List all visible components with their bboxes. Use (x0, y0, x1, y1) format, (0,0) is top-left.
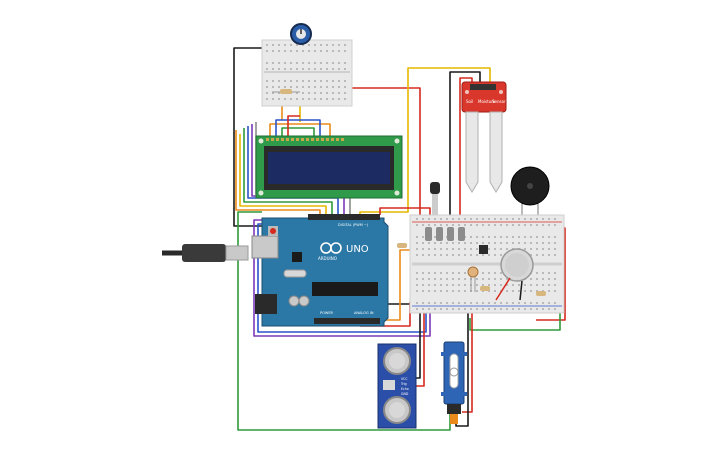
soil-probe-right (489, 111, 503, 193)
arduino-model: UNO (346, 244, 369, 255)
wire-green-lcd-top[interactable] (281, 127, 315, 138)
soil-moisture-sensor: Soil Moisture Sensor (461, 81, 507, 193)
piezo-buzzer[interactable] (510, 166, 550, 222)
wire-black-ultra[interactable] (415, 308, 421, 379)
ultrasonic-pin-trig: Trig (400, 382, 407, 386)
arduino-logo (320, 242, 342, 254)
led-2[interactable] (436, 227, 443, 241)
led-3[interactable] (447, 227, 454, 241)
wire-yellow-soil[interactable] (359, 67, 491, 222)
breadboard-top (261, 39, 353, 107)
temperature-sensor[interactable] (430, 182, 440, 216)
usb-cable (162, 244, 249, 262)
wire-purple-bottom[interactable] (253, 219, 431, 337)
ultrasonic-sensor: VCC Trig Echo GND (377, 343, 417, 429)
servo-motor (441, 341, 467, 424)
resistor-3[interactable] (536, 291, 546, 296)
lcd-display (255, 135, 403, 199)
led-1[interactable] (425, 227, 432, 241)
resistor-1[interactable] (397, 243, 407, 248)
wire-red-servo[interactable] (462, 300, 473, 413)
wire-green-lcd-3[interactable] (243, 128, 333, 222)
wire-orange-lcd-top[interactable] (269, 123, 331, 138)
arduino-power-label: POWER (320, 311, 334, 315)
ultrasonic-pin-echo: Echo (401, 387, 409, 391)
potentiometer[interactable] (290, 23, 312, 45)
soil-sensor-label-1: Soil (466, 99, 473, 104)
resistor-top[interactable] (272, 89, 300, 94)
arduino-analog-label: ANALOG IN (354, 311, 374, 315)
arduino-uno: UNO ARDUINO DIGITAL (PWM ~) ANALOG IN PO… (251, 214, 389, 327)
soil-sensor-label-2: Moisture (478, 99, 496, 104)
arduino-digital-label: DIGITAL (PWM ~) (338, 223, 369, 227)
wire-black-soil[interactable] (449, 71, 481, 215)
lcd-screen (268, 152, 390, 184)
soil-sensor-label-3: Sensor (492, 99, 506, 104)
wire-red-ultra[interactable] (415, 312, 425, 387)
breadboard-right (409, 214, 565, 314)
push-button[interactable] (479, 245, 488, 254)
wire-blue-bottom[interactable] (257, 223, 427, 333)
dc-motor[interactable] (495, 248, 534, 301)
photoresistor[interactable] (467, 266, 479, 292)
component-row (425, 227, 488, 254)
ultrasonic-pin-vcc: VCC (401, 377, 408, 381)
ultrasonic-pin-gnd: GND (401, 392, 409, 396)
led-4[interactable] (458, 227, 465, 241)
lcd-pin-header (266, 138, 344, 141)
soil-probe-left (465, 111, 479, 193)
wire-red-lcd-top[interactable] (287, 115, 300, 138)
resistors-right (397, 243, 546, 296)
resistor-2[interactable] (480, 286, 490, 291)
wire-blue-lcd-top[interactable] (275, 119, 321, 138)
arduino-brand: ARDUINO (318, 256, 337, 261)
atmega-chip (312, 282, 378, 296)
